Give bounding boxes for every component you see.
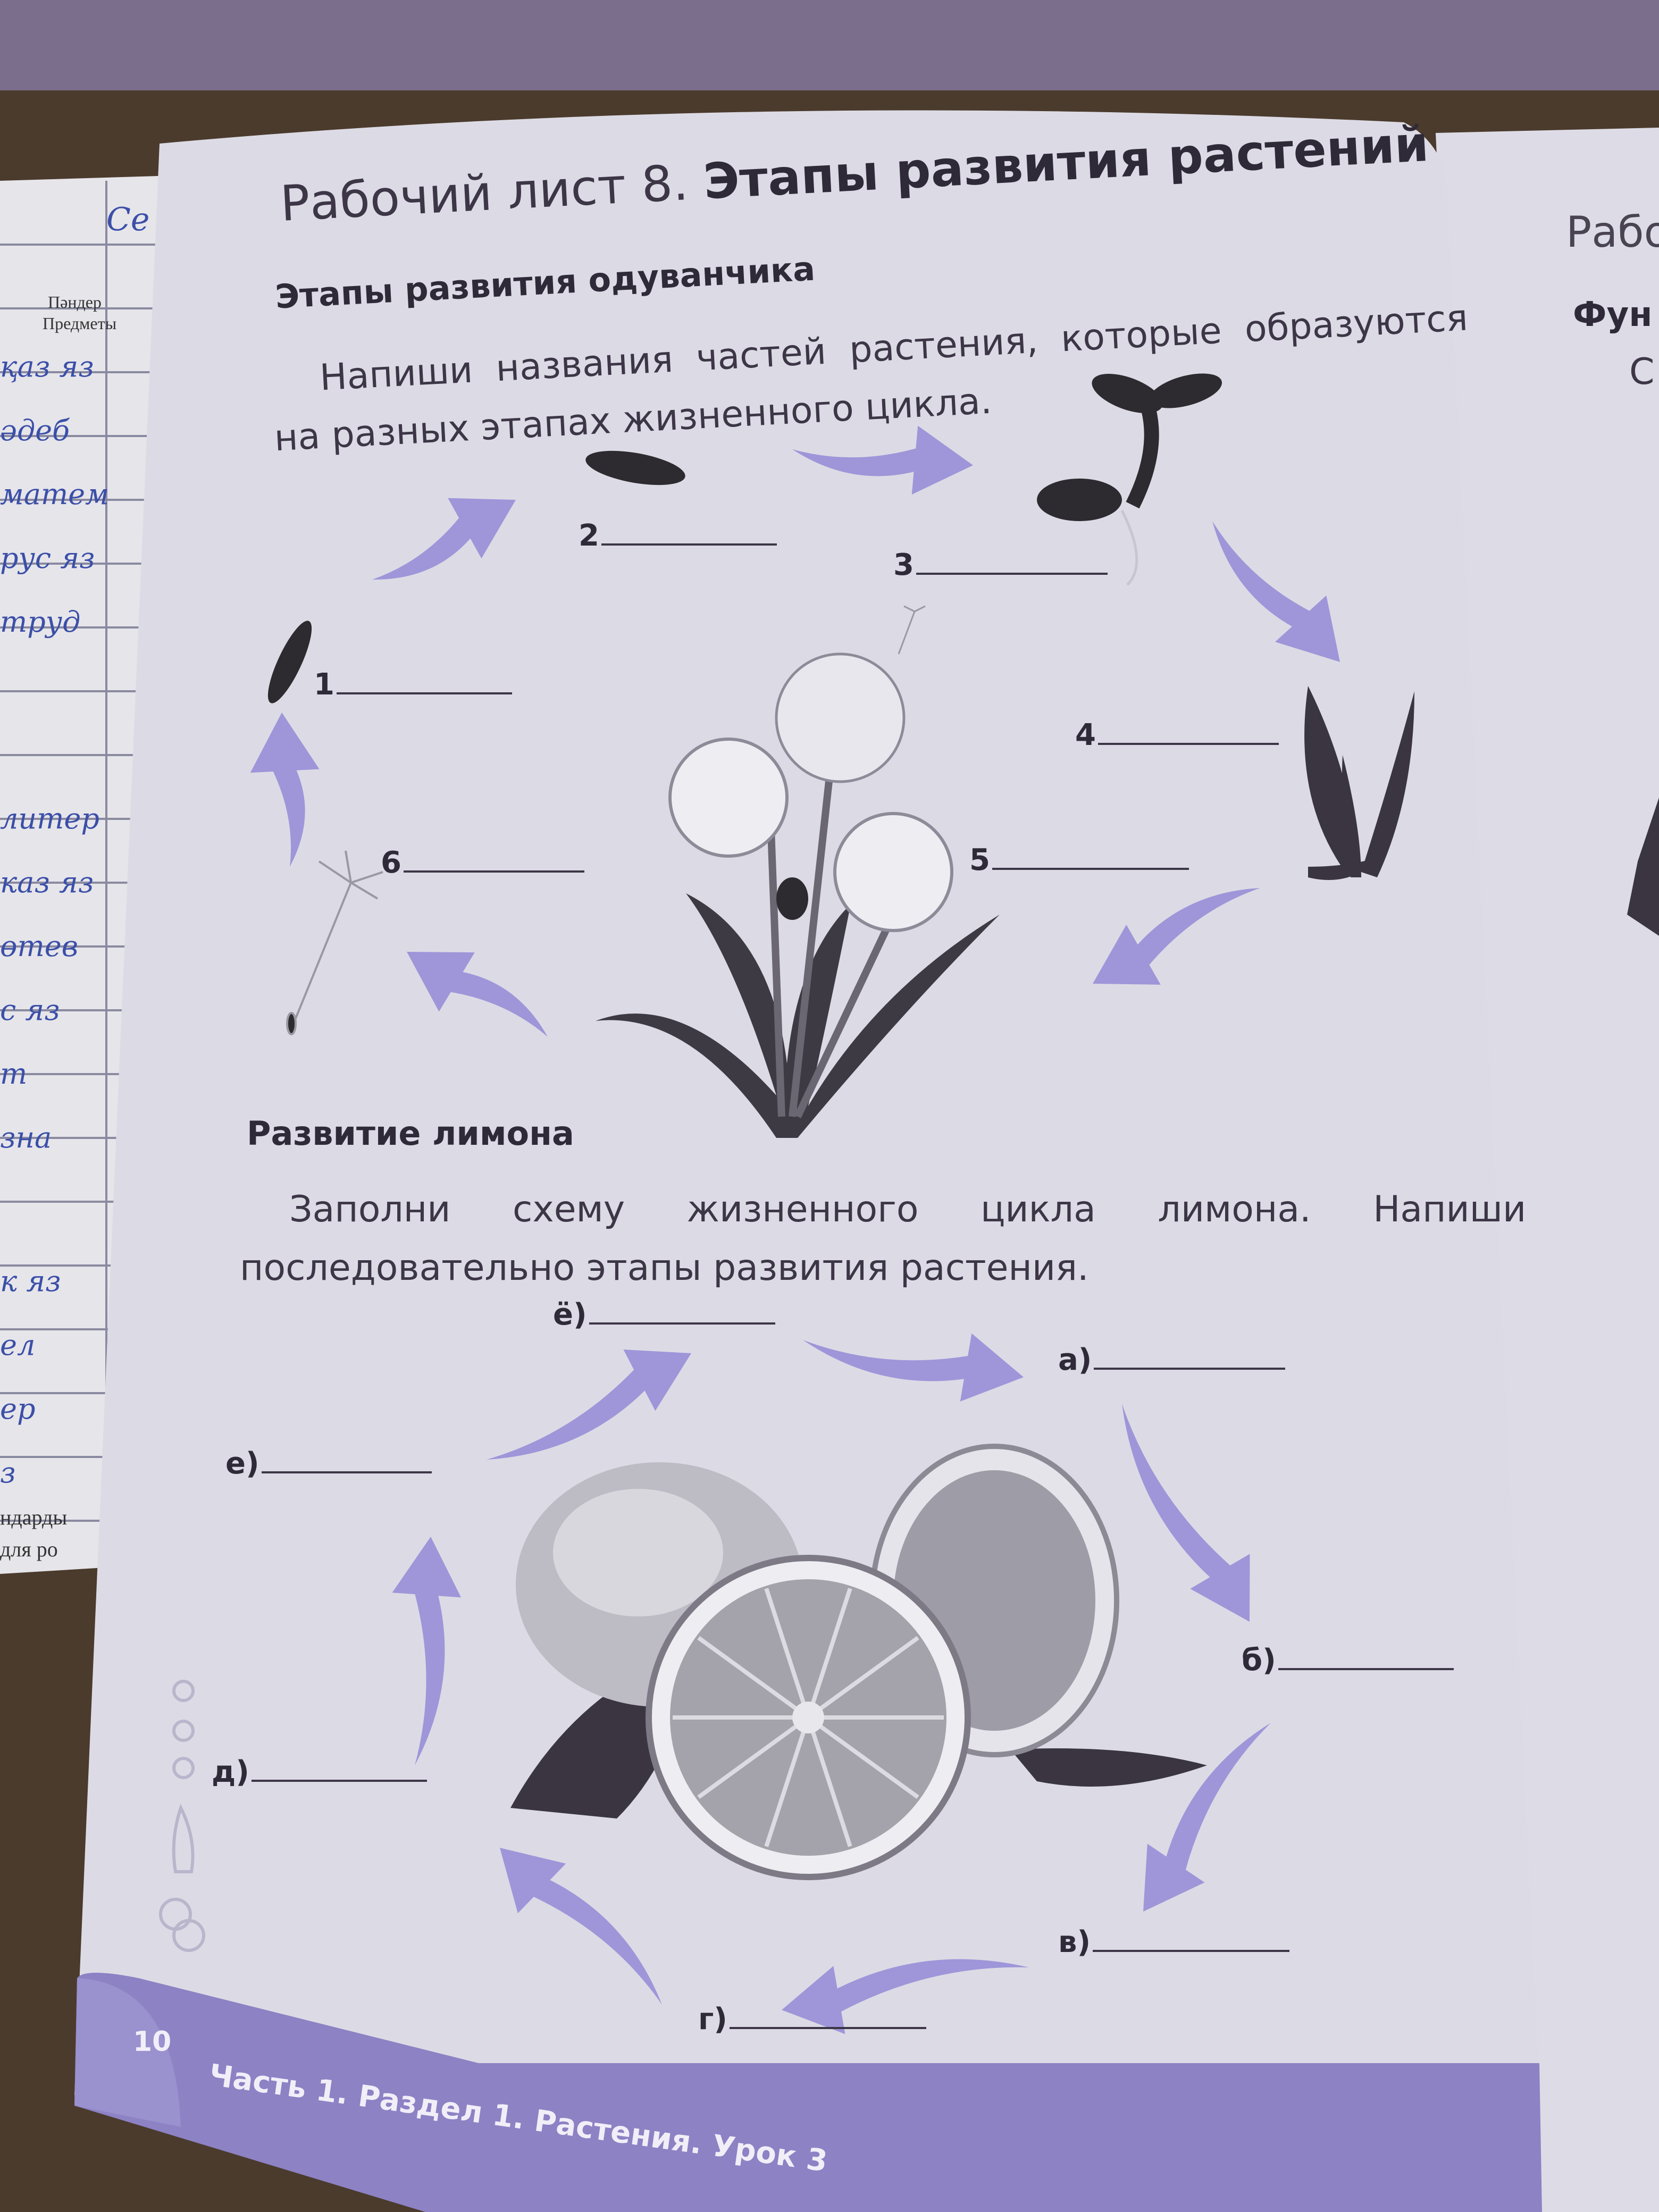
answer-field-1[interactable]: 1: [314, 667, 512, 702]
seed-icon-2: [585, 450, 685, 485]
tiny-seed-icon: [898, 605, 926, 655]
footer-page-tab: [74, 1978, 181, 2127]
dandelion-plant-image: [596, 652, 1000, 1138]
label-number: 2: [579, 518, 599, 553]
lemon-segment: [806, 1588, 852, 1719]
page-number: 10: [133, 2026, 172, 2058]
lemon-segment: [697, 1636, 810, 1720]
notebook-handwriting: матем: [0, 477, 109, 511]
right-page-text: С: [1629, 351, 1655, 393]
answer-field-5[interactable]: 5: [969, 843, 1189, 877]
notebook-handwriting: зна: [0, 1121, 52, 1154]
answer-field-e[interactable]: е): [225, 1446, 432, 1481]
answer-field-4[interactable]: 4: [1075, 718, 1279, 752]
notebook-handwriting: труд: [0, 605, 81, 639]
answer-field-yo[interactable]: ё): [553, 1297, 775, 1332]
footer-band: [74, 1973, 1542, 2212]
answer-field-a[interactable]: а): [1058, 1343, 1286, 1377]
lemon-instruction: Заполни схему жизненного цикла лимона. Н…: [289, 1188, 1527, 1230]
lemon-segment: [806, 1716, 852, 1847]
notebook-header-subjects-kz: Пәндер: [48, 292, 102, 312]
notebook-handwriting: әдеб: [0, 414, 70, 447]
notebook-footer-text: для ро: [0, 1537, 58, 1561]
lemon-segment: [764, 1716, 810, 1847]
label-letter: е): [225, 1446, 259, 1481]
label-number: 3: [893, 548, 914, 582]
answer-field-b[interactable]: б): [1242, 1643, 1454, 1678]
lemon-heading: Развитие лимона: [247, 1114, 574, 1153]
cycle-arrow-icon: [1143, 1723, 1271, 1912]
notebook-header-subjects-ru: Предметы: [43, 314, 117, 333]
answer-field-3[interactable]: 3: [893, 548, 1108, 582]
label-number: 1: [314, 667, 334, 702]
sprout-icon: [1037, 373, 1222, 586]
right-page: [1436, 128, 1659, 2212]
right-page-heading: Фун: [1573, 295, 1653, 334]
lemon-image: [510, 1444, 1207, 1880]
answer-field-g[interactable]: г): [698, 2002, 926, 2037]
cycle-arrow-icon: [782, 1959, 1029, 2034]
label-letter: д): [212, 1755, 249, 1789]
lemon-segment: [764, 1588, 810, 1719]
seed-icon-1: [267, 621, 312, 703]
label-letter: г): [698, 2002, 727, 2037]
label-letter: б): [1242, 1643, 1276, 1678]
cycle-arrow-icon: [407, 952, 548, 1037]
label-letter: а): [1058, 1343, 1092, 1377]
right-page-shape: [1627, 798, 1659, 936]
cycle-arrow-icon: [250, 713, 320, 867]
purple-book-top: [0, 0, 1659, 90]
cycle-arrows: [250, 425, 1340, 2034]
answer-field-6[interactable]: 6: [381, 845, 584, 880]
lemon-segment: [807, 1636, 919, 1720]
notebook-handwriting: ел: [0, 1328, 36, 1362]
cycle-arrow-icon: [487, 1350, 691, 1460]
cycle-arrow-icon: [500, 1848, 662, 2005]
notebook-handwriting: өтев: [0, 929, 79, 963]
cycle-arrow-icon: [1212, 521, 1340, 662]
notebook-handwriting: Се: [106, 201, 150, 238]
answer-field-v[interactable]: в): [1058, 1925, 1290, 1959]
notebook-handwriting: з: [0, 1456, 16, 1489]
seedling-leaves-icon: [1304, 686, 1414, 880]
cycle-arrow-icon: [1122, 1404, 1250, 1622]
cycle-arrow-icon: [1093, 888, 1260, 985]
lemon-segment: [807, 1715, 919, 1799]
label-number: 4: [1075, 718, 1096, 752]
label-number: 6: [381, 845, 401, 880]
notebook-handwriting: литер: [0, 802, 99, 835]
notebook-handwriting: ер: [0, 1392, 36, 1426]
notebook-footer-text: ндарды: [0, 1505, 68, 1529]
cycle-arrow-icon: [372, 498, 516, 580]
lemon-instruction: последовательно этапы развития растения.: [240, 1247, 1089, 1289]
notebook-handwriting: т: [0, 1057, 28, 1091]
label-letter: в): [1058, 1925, 1091, 1959]
right-page-title: Рабо: [1566, 207, 1659, 257]
cycle-arrow-icon: [792, 425, 973, 495]
lemon-segment: [697, 1715, 810, 1799]
notebook-handwriting: қаз яз: [0, 350, 94, 383]
label-letter: ё): [553, 1297, 587, 1332]
label-number: 5: [969, 843, 990, 877]
answer-field-d[interactable]: д): [212, 1755, 427, 1789]
cycle-arrow-icon: [803, 1333, 1024, 1402]
margin-decor-icons: [159, 1680, 205, 1952]
cycle-arrow-icon: [392, 1537, 462, 1765]
flying-seed-icon: [286, 850, 383, 1035]
notebook-handwriting: к яз: [0, 1264, 61, 1298]
notebook-handwriting: рус яз: [0, 541, 95, 575]
notebook-handwriting: каз яз: [0, 866, 94, 899]
answer-field-2[interactable]: 2: [579, 518, 777, 553]
notebook-handwriting: с яз: [0, 993, 60, 1027]
